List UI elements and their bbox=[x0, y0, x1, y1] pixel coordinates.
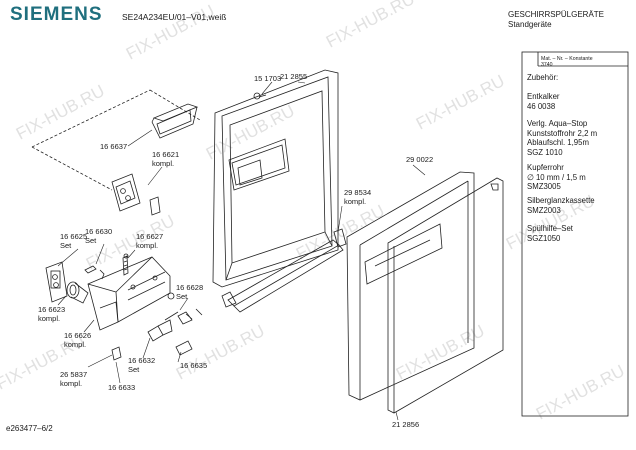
accessory-line: 46 0038 bbox=[527, 101, 556, 111]
part-number: 16 6628 bbox=[176, 283, 204, 292]
part-number: 16 6632 bbox=[128, 356, 156, 365]
brand-logo: SIEMENS bbox=[10, 4, 103, 25]
part-label-166623: 16 6623 kompl. bbox=[38, 305, 65, 323]
part-label-166626: 16 6626 kompl. bbox=[64, 331, 91, 349]
watermark-text: FIX-HUB.RU bbox=[533, 361, 628, 423]
material-number-note: Mat. – Nr. – Konstante 3740 bbox=[541, 56, 593, 68]
part-number: 16 6621 bbox=[152, 150, 180, 159]
accessory-line: Kupferrohr bbox=[527, 163, 564, 172]
part-label-212855: 21 2855 bbox=[280, 72, 308, 81]
part-note: kompl. bbox=[136, 241, 159, 250]
category-label: GESCHIRRSPÜLGERÄTE Standgeräte bbox=[508, 10, 604, 30]
door-inner-panel bbox=[212, 69, 339, 288]
accessory-line: Spülhilfe–Set bbox=[527, 224, 573, 233]
part-label-298534: 29 8534 kompl. bbox=[344, 188, 371, 206]
watermark-text: FIX-HUB.RU bbox=[323, 0, 418, 52]
accessory-silberglanz: Silberglanzkassette SMZ2003 bbox=[527, 196, 595, 215]
part-number: 16 6623 bbox=[38, 305, 66, 314]
part-label-212856: 21 2856 bbox=[392, 420, 420, 429]
part-label-151703: 15 1703 bbox=[254, 74, 282, 83]
part-label-166621: 16 6621 kompl. bbox=[152, 150, 179, 168]
accessories-heading: Zubehör: bbox=[527, 73, 559, 82]
part-label-166637: 16 6637 bbox=[100, 142, 128, 151]
part-label-166625: 16 6625 Set bbox=[60, 232, 87, 250]
part-note: kompl. bbox=[38, 314, 61, 323]
bottom-bar bbox=[221, 228, 347, 313]
part-label-290022: 29 0022 bbox=[406, 155, 434, 164]
accessory-entkalker: Entkalker 46 0038 bbox=[527, 92, 560, 111]
accessory-line: SMZ3005 bbox=[527, 182, 561, 191]
part-number: 16 6625 bbox=[60, 232, 88, 241]
watermark-text: FIX-HUB.RU bbox=[413, 71, 508, 133]
spring-parts bbox=[84, 253, 129, 280]
dispenser-unit bbox=[111, 173, 161, 216]
latch-parts bbox=[111, 292, 203, 361]
part-number: 16 6626 bbox=[64, 331, 92, 340]
part-label-166627: 16 6627 kompl. bbox=[136, 232, 163, 250]
accessory-panel-frame bbox=[521, 51, 629, 417]
part-note: Set bbox=[60, 241, 72, 250]
accessory-line: Kunststoffrohr 2,2 m bbox=[527, 128, 598, 138]
part-number: 29 8534 bbox=[344, 188, 372, 197]
part-number: 16 6630 bbox=[85, 227, 113, 236]
part-number: 16 6627 bbox=[136, 232, 164, 241]
dashed-guide bbox=[31, 89, 201, 191]
accessory-line: Verlg. Aqua–Stop bbox=[527, 119, 588, 128]
accessory-line: Ablaufschl. 1,95m bbox=[527, 138, 589, 147]
part-note: Set bbox=[176, 292, 188, 301]
part-note: Set bbox=[128, 365, 140, 374]
part-note: kompl. bbox=[60, 379, 83, 388]
watermark-text: FIX-HUB.RU bbox=[393, 321, 488, 383]
accessory-line: Entkalker bbox=[527, 92, 560, 101]
part-label-166633: 16 6633 bbox=[108, 383, 136, 392]
part-label-265837: 26 5837 kompl. bbox=[60, 370, 87, 388]
watermark-text: FIX-HUB.RU bbox=[123, 1, 218, 63]
part-note: kompl. bbox=[344, 197, 367, 206]
part-label-166632: 16 6632 Set bbox=[128, 356, 155, 374]
accessory-line: SGZ1050 bbox=[527, 233, 561, 243]
part-label-166628: 16 6628 Set bbox=[176, 283, 203, 301]
part-label-166635: 16 6635 bbox=[180, 361, 208, 370]
part-note: kompl. bbox=[152, 159, 175, 168]
accessory-line: SGZ 1010 bbox=[527, 147, 563, 157]
accessory-spuelhilfe: Spülhilfe–Set SGZ1050 bbox=[527, 224, 573, 243]
model-number: SE24A234EU/01–V01,weiß bbox=[122, 12, 227, 22]
matnr-line-2: 3740 bbox=[541, 62, 553, 68]
watermark-text: FIX-HUB.RU bbox=[173, 321, 268, 383]
outer-door-panel bbox=[346, 171, 475, 401]
part-label-166630: 16 6630 Set bbox=[85, 227, 112, 245]
accessory-line: SMZ2003 bbox=[527, 205, 561, 215]
accessory-kupferrohr: Kupferrohr ∅ 10 mm / 1,5 m SMZ3005 bbox=[527, 163, 586, 192]
top-trim bbox=[151, 103, 199, 139]
knob-ring bbox=[66, 281, 89, 304]
button-module bbox=[45, 261, 68, 303]
category-line-2: Standgeräte bbox=[508, 20, 552, 29]
accessory-line: ∅ 10 mm / 1,5 m bbox=[527, 172, 586, 182]
category-line-1: GESCHIRRSPÜLGERÄTE bbox=[508, 10, 605, 19]
leader-lines bbox=[57, 81, 426, 421]
accessory-line: Silberglanzkassette bbox=[527, 196, 595, 205]
part-note: kompl. bbox=[64, 340, 87, 349]
watermark-text: FIX-HUB.RU bbox=[13, 81, 108, 143]
screw bbox=[253, 92, 267, 100]
document-id: e263477–6/2 bbox=[6, 424, 53, 433]
part-number: 26 5837 bbox=[60, 370, 88, 379]
accessory-aqua-stop: Verlg. Aqua–Stop Kunststoffrohr 2,2 m Ab… bbox=[527, 119, 597, 157]
part-note: Set bbox=[85, 236, 97, 245]
side-strip bbox=[387, 177, 504, 414]
matnr-line-1: Mat. – Nr. – Konstante bbox=[541, 56, 593, 62]
